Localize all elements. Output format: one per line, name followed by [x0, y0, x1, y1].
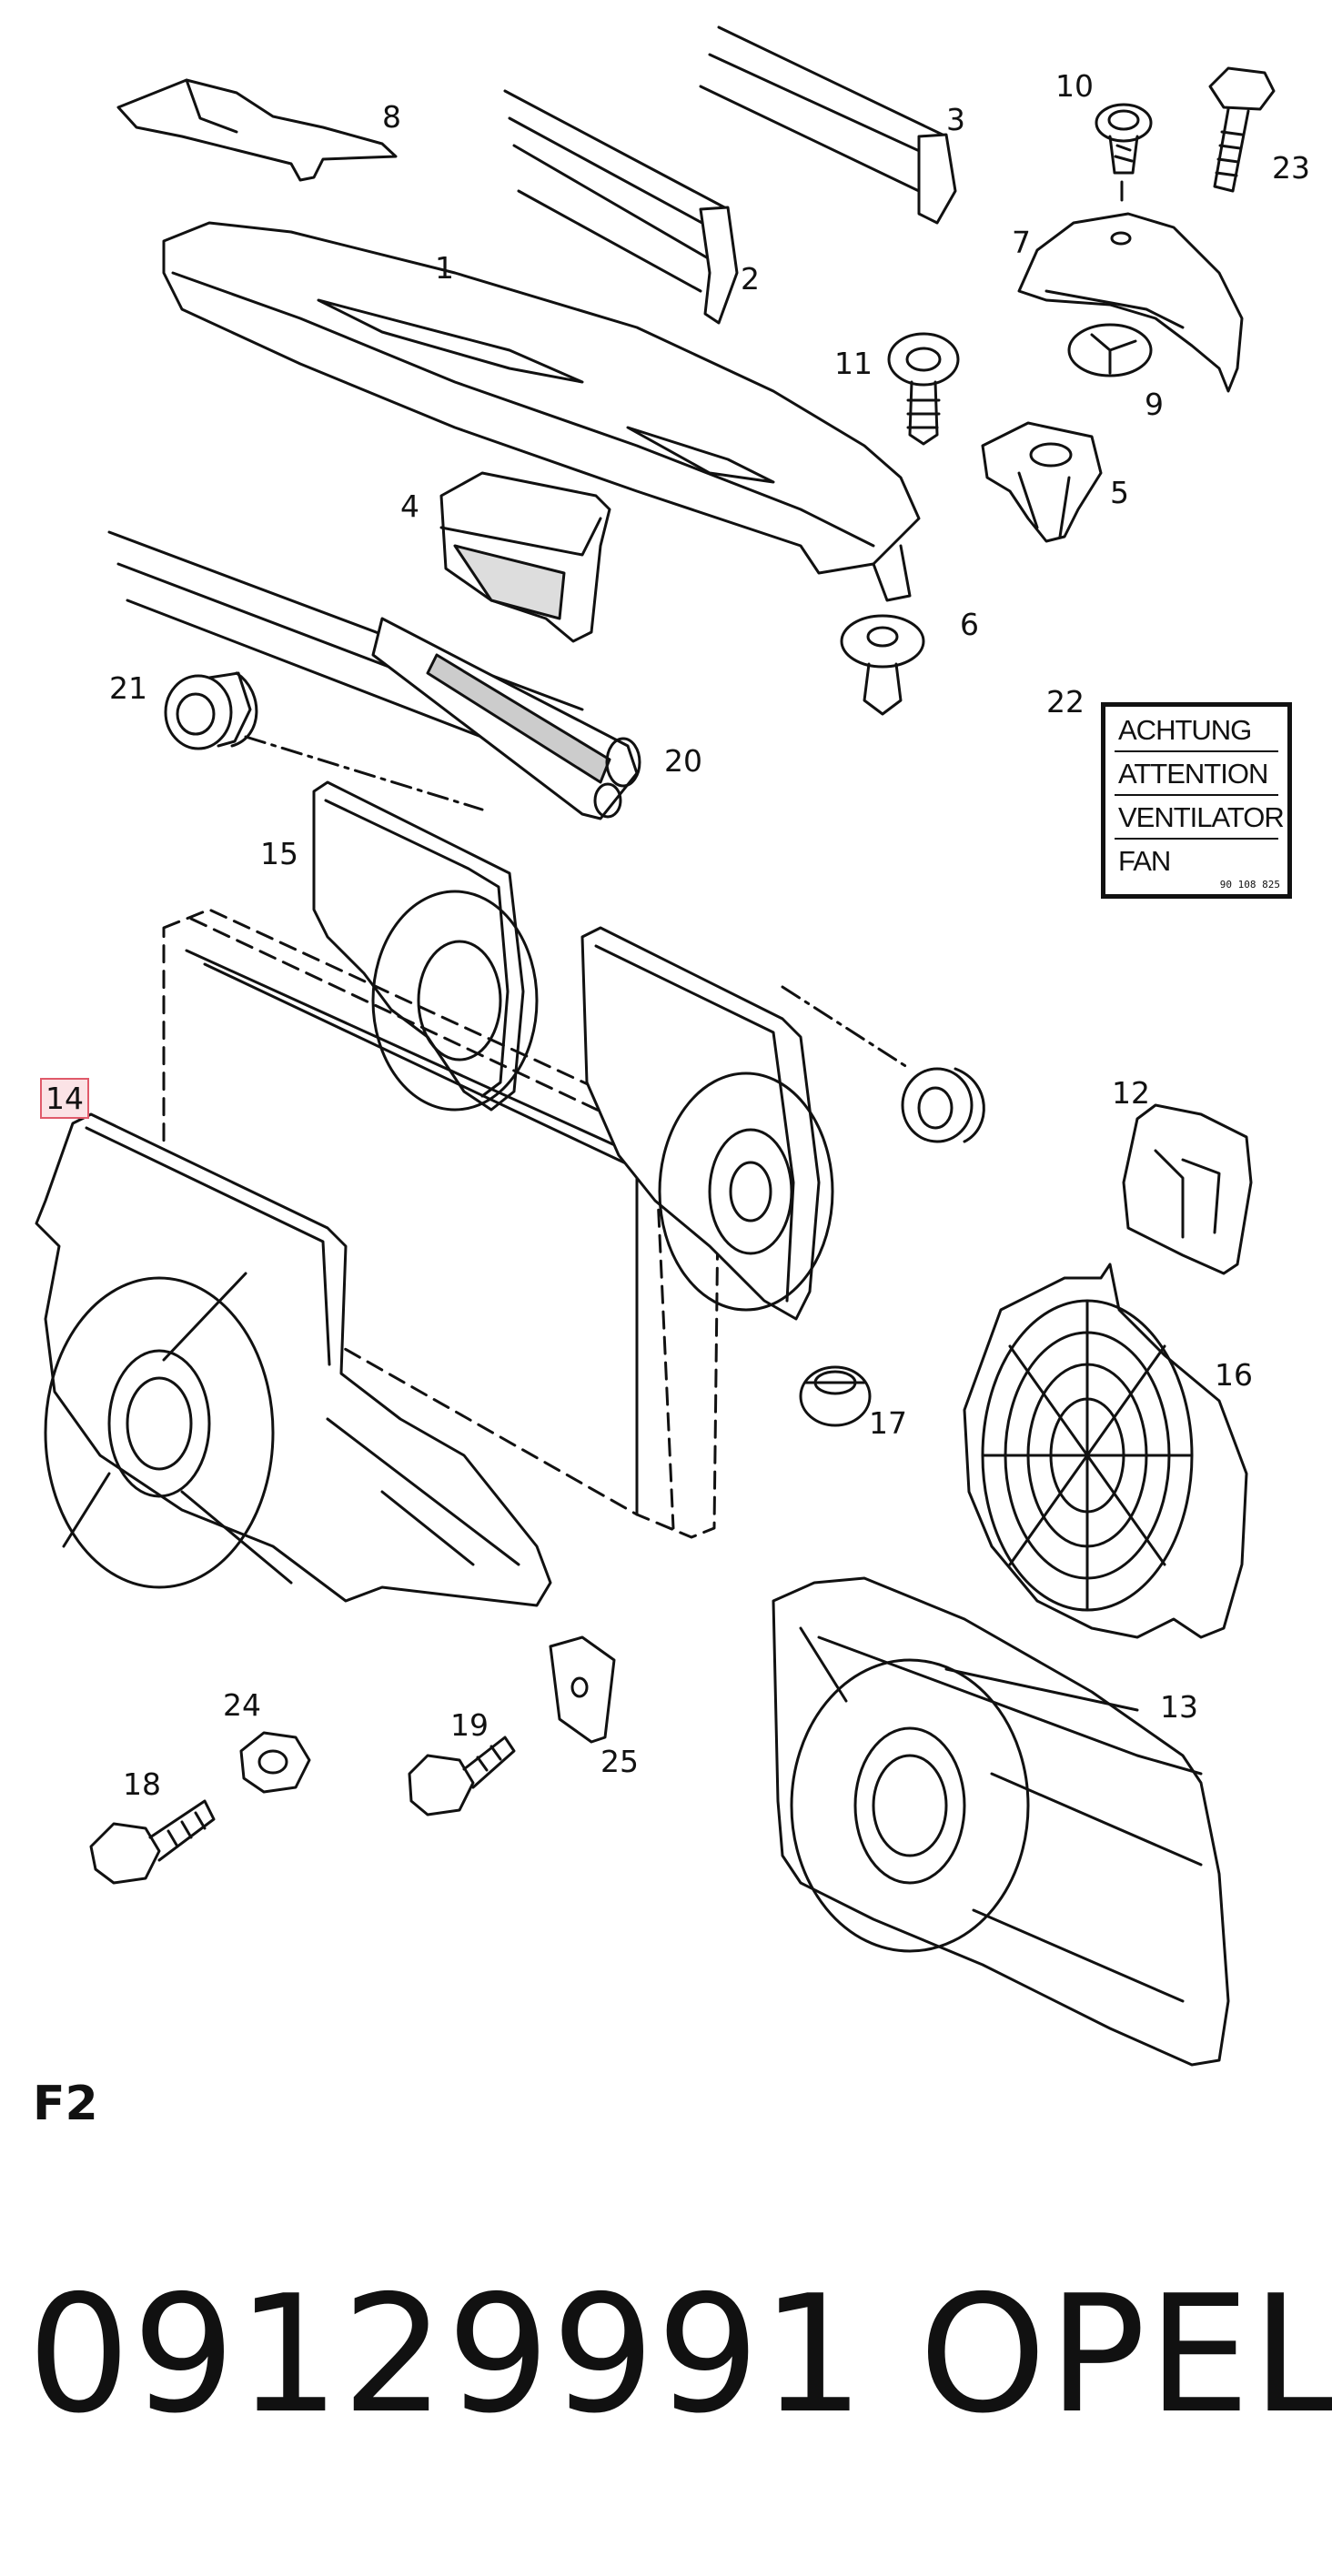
part-7-bracket	[1017, 212, 1244, 393]
part-24-nut	[239, 1731, 311, 1794]
callout-25[interactable]: 25	[600, 1744, 639, 1779]
callout-22[interactable]: 22	[1046, 684, 1085, 719]
part-2-seal-strip	[503, 89, 739, 325]
part-18-bolt	[89, 1799, 216, 1885]
warning-label-part-22: ACHTUNG ATTENTION VENTILATOR FAN 90 108 …	[1101, 702, 1292, 899]
brand-name: OPEL	[919, 2260, 1332, 2449]
callout-24[interactable]: 24	[223, 1687, 261, 1723]
part-4-foam-block	[439, 471, 611, 643]
sheet-id: F2	[33, 2077, 98, 2131]
part-8-bracket	[116, 78, 398, 182]
part-1-air-guide	[162, 221, 921, 602]
callout-15[interactable]: 15	[260, 836, 298, 871]
callout-14-highlighted[interactable]: 14	[40, 1078, 89, 1119]
part-25-spring-clip	[549, 1635, 616, 1744]
callout-18[interactable]: 18	[123, 1766, 161, 1802]
callout-13[interactable]: 13	[1160, 1689, 1198, 1725]
warning-rule	[1115, 794, 1278, 796]
callout-23[interactable]: 23	[1272, 150, 1310, 186]
callout-16[interactable]: 16	[1215, 1357, 1253, 1393]
part-14-fan-shroud	[35, 1112, 552, 1607]
part-15-shroud-frame	[312, 780, 539, 1112]
callout-19[interactable]: 19	[450, 1707, 489, 1743]
part-17-rubber-mount	[799, 1365, 872, 1427]
part-23-bolt	[1208, 66, 1276, 193]
part-20-lower-seal	[107, 530, 641, 820]
callout-9[interactable]: 9	[1145, 387, 1164, 422]
callout-17[interactable]: 17	[869, 1405, 907, 1441]
part-16-fan-guard	[963, 1263, 1248, 1639]
part-12-cap	[1122, 1103, 1253, 1275]
part-11-push-clip	[887, 332, 960, 446]
warning-rule	[1115, 750, 1278, 752]
part-3-seal-strip	[699, 25, 957, 225]
part-10-rivet	[1095, 103, 1153, 175]
part-6-clip	[840, 614, 925, 716]
grommet-right	[901, 1067, 985, 1143]
callout-5[interactable]: 5	[1110, 475, 1129, 510]
part-5-retainer	[981, 421, 1103, 543]
warning-line-fan: FAN	[1118, 845, 1171, 877]
callout-12[interactable]: 12	[1112, 1075, 1150, 1111]
callout-21[interactable]: 21	[109, 670, 147, 706]
callout-3[interactable]: 3	[946, 102, 965, 137]
part-9-star-washer	[1067, 323, 1153, 377]
right-shroud-frame	[580, 926, 834, 1321]
callout-10[interactable]: 10	[1055, 68, 1094, 104]
part-13-fan-shroud	[772, 1576, 1230, 2067]
callout-6[interactable]: 6	[960, 607, 979, 642]
warning-line-attention: ATTENTION	[1118, 758, 1268, 790]
callout-11[interactable]: 11	[834, 346, 873, 381]
warning-label-code: 90 108 825	[1219, 879, 1280, 891]
warning-rule	[1115, 838, 1278, 840]
part-21-grommet	[164, 671, 258, 750]
callout-7[interactable]: 7	[1012, 225, 1031, 260]
warning-line-ventilator: VENTILATOR	[1118, 801, 1285, 833]
part-number: 09129991	[27, 2260, 866, 2449]
callout-20[interactable]: 20	[664, 743, 702, 779]
callout-8[interactable]: 8	[382, 99, 401, 135]
callout-2[interactable]: 2	[741, 261, 760, 297]
leader-right	[781, 985, 912, 1071]
warning-line-achtung: ACHTUNG	[1118, 714, 1252, 746]
callout-1[interactable]: 1	[435, 250, 454, 286]
leader-21	[244, 735, 484, 811]
callout-4[interactable]: 4	[400, 488, 419, 524]
part-19-screw	[408, 1736, 516, 1816]
